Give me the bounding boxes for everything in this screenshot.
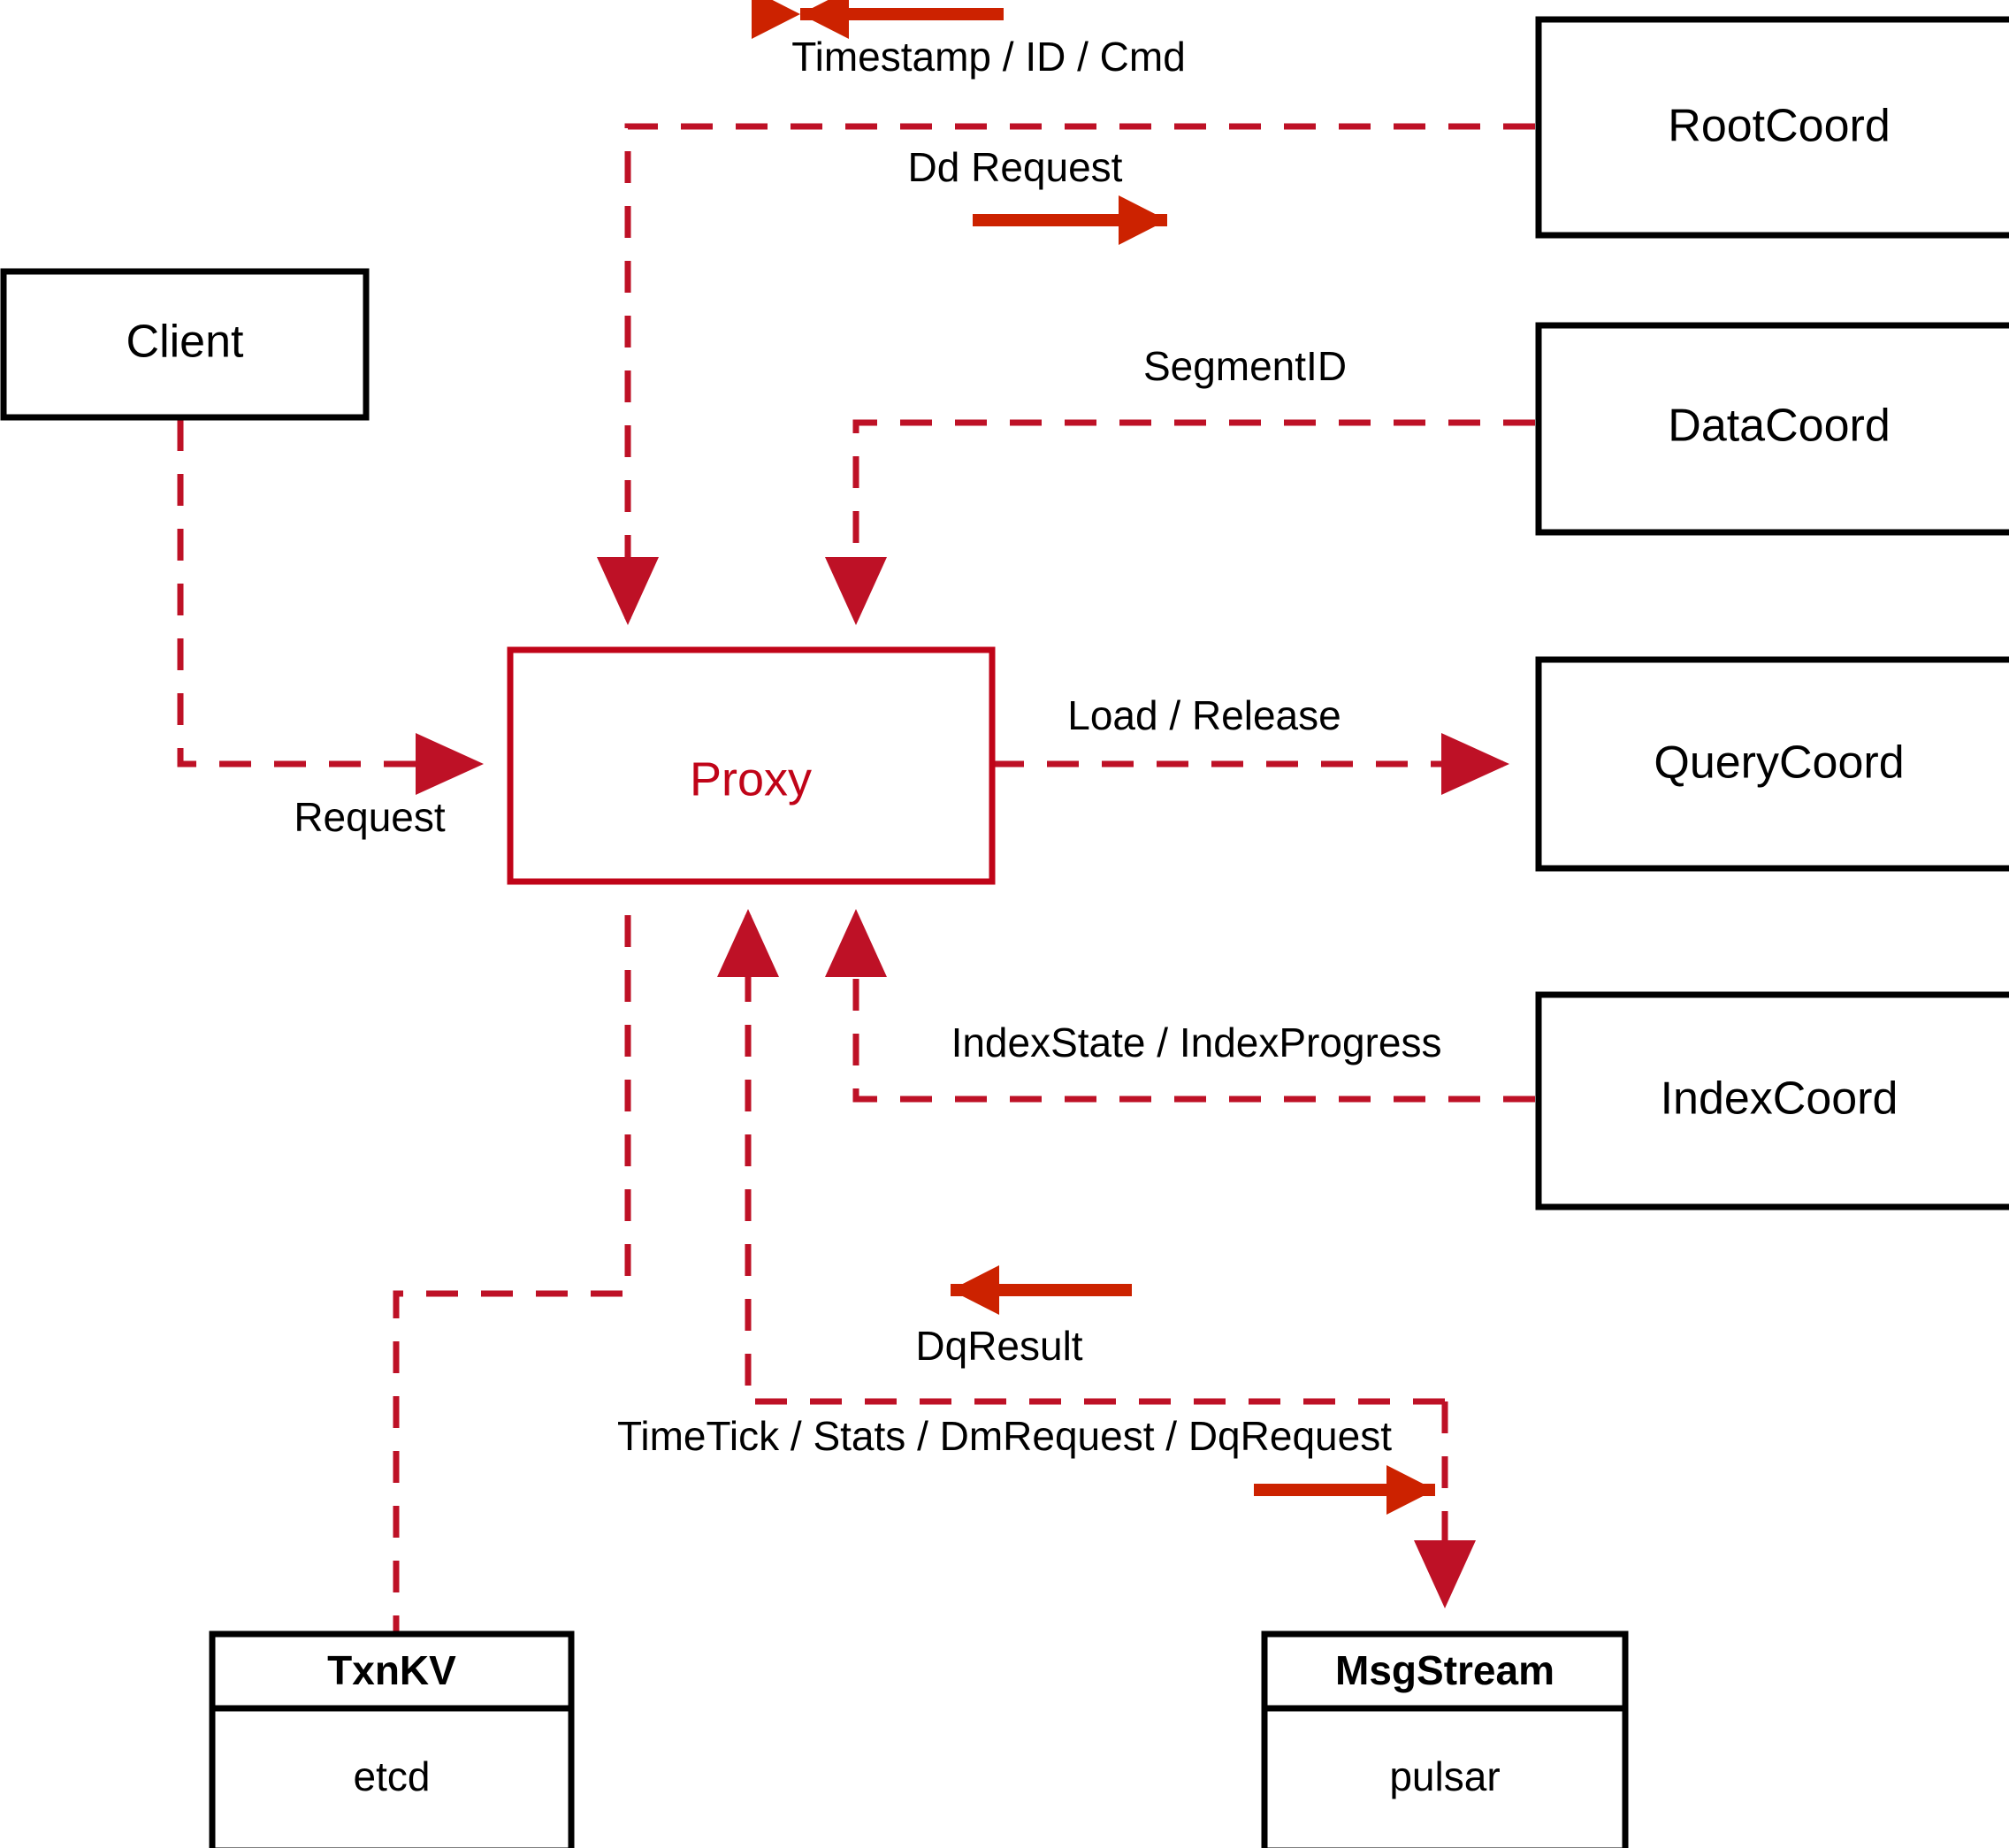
edge-label-timestamp-id-cmd: Timestamp / ID / Cmd (791, 34, 1186, 80)
edge-line-request (177, 419, 484, 795)
node-proxy-label: Proxy (690, 752, 812, 806)
direction-arrow-timestamp-left (752, 0, 1004, 39)
node-txn-kv-title: TxnKV (327, 1647, 456, 1693)
edge-label-load-release: Load / Release (1067, 692, 1341, 738)
edge-line-timestamp-id-cmd (597, 123, 1535, 625)
node-client[interactable]: Client (0, 268, 370, 421)
node-txn-kv[interactable]: TxnKV etcd (209, 1630, 575, 1848)
node-client-label: Client (126, 317, 244, 368)
edge-line-txnkv (393, 915, 631, 1631)
node-query-coord[interactable]: QueryCoord (1535, 656, 2009, 872)
node-index-coord[interactable]: IndexCoord (1535, 991, 2009, 1210)
edge-label-request: Request (294, 794, 446, 840)
node-txn-kv-impl: etcd (354, 1753, 431, 1799)
node-root-coord-label: RootCoord (1668, 101, 1890, 152)
direction-arrow-dqresult-left (951, 1265, 1132, 1315)
edge-label-segment-id: SegmentID (1143, 343, 1347, 389)
node-index-coord-label: IndexCoord (1661, 1073, 1898, 1125)
direction-arrow-timetick-right (1254, 1465, 1435, 1515)
edge-label-index-state: IndexState / IndexProgress (951, 1019, 1442, 1065)
node-data-coord-label: DataCoord (1668, 401, 1890, 452)
edge-line-dq-result (717, 909, 1445, 1405)
node-root-coord[interactable]: RootCoord (1535, 16, 2009, 239)
node-msg-stream[interactable]: MsgStream pulsar (1261, 1630, 1629, 1848)
edge-line-index-state (825, 909, 1535, 1103)
node-proxy[interactable]: Proxy (507, 646, 996, 885)
node-query-coord-label: QueryCoord (1654, 737, 1904, 789)
node-msg-stream-impl: pulsar (1389, 1753, 1500, 1799)
edge-label-dq-result: DqResult (915, 1323, 1082, 1369)
edge-label-timetick-stats: TimeTick / Stats / DmRequest / DqRequest (617, 1413, 1392, 1459)
edge-line-segment-id (825, 419, 1535, 625)
node-msg-stream-title: MsgStream (1335, 1647, 1554, 1693)
node-data-coord[interactable]: DataCoord (1535, 322, 2009, 536)
edge-label-dd-request: Dd Request (908, 144, 1123, 190)
direction-arrow-dd-request-right (973, 195, 1167, 245)
